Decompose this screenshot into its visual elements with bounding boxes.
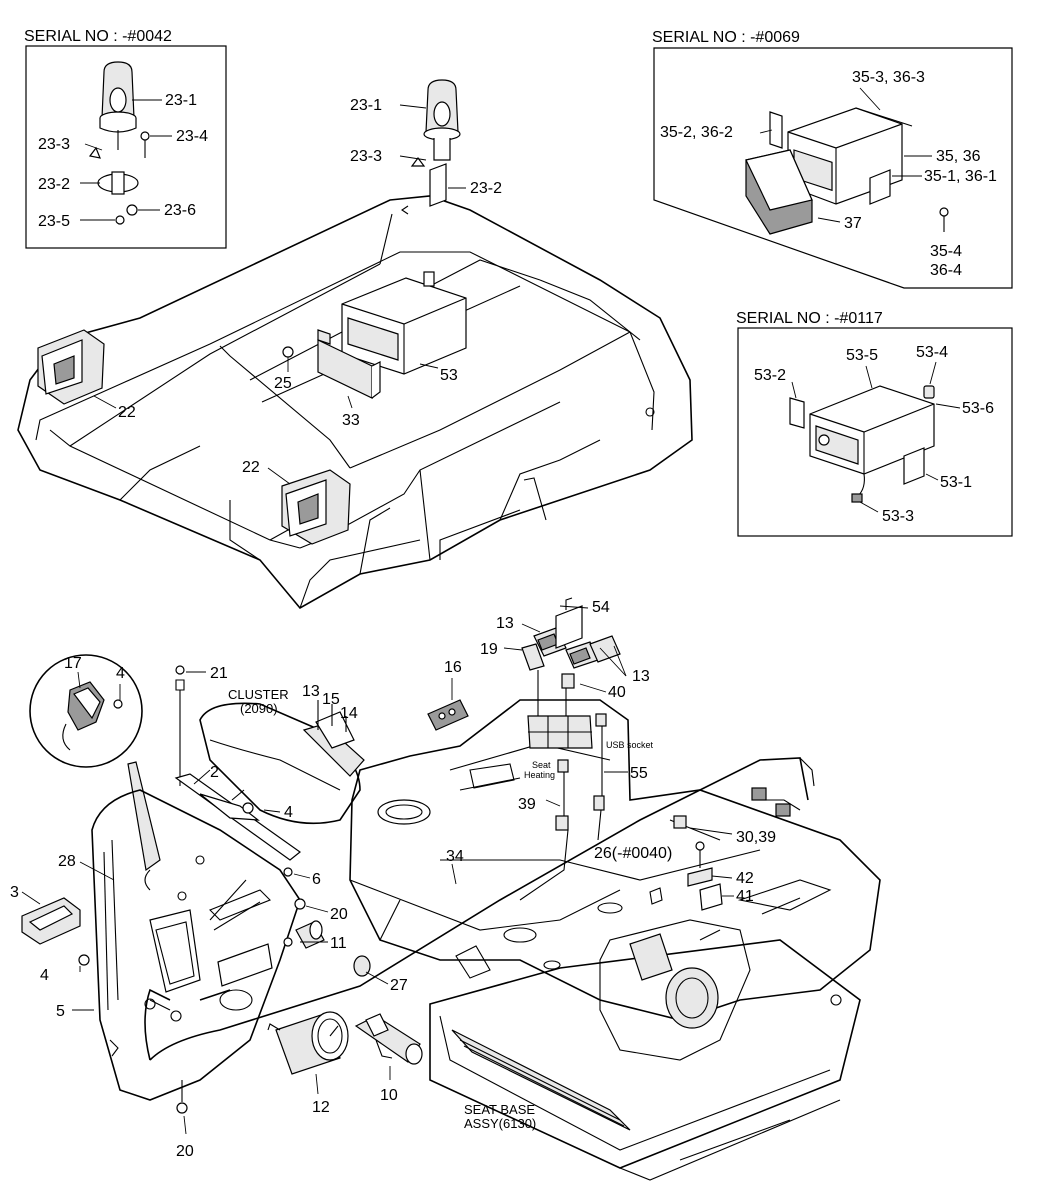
- switch-group-top: [521, 597, 621, 689]
- label-16: 16: [444, 659, 462, 676]
- label-19: 19: [480, 641, 498, 658]
- label-25: 25: [274, 375, 292, 392]
- label-30-39: 30,39: [736, 829, 776, 846]
- label-53: 53: [440, 367, 458, 384]
- label-41: 41: [736, 888, 754, 905]
- detail-box-serial-0117: SERIAL NO : -#0117 53-5 53-4 53-2 53-6 5…: [736, 310, 1013, 537]
- gauge-12: [267, 1011, 349, 1075]
- label-22-left: 22: [118, 404, 136, 421]
- label-37: 37: [844, 215, 862, 232]
- label-5: 5: [56, 1003, 65, 1020]
- label-14: 14: [340, 705, 358, 722]
- label-23-5: 23-5: [38, 213, 70, 230]
- radio-bracket-33: [317, 339, 381, 399]
- label-17: 17: [64, 655, 82, 672]
- radio-unit-0069: [745, 107, 949, 235]
- label-12: 12: [312, 1099, 330, 1116]
- label-53-6: 53-6: [962, 400, 994, 417]
- switch-group-cluster: [302, 700, 365, 777]
- work-light-left: [37, 329, 105, 405]
- label-13-cluster: 13: [302, 683, 320, 700]
- label-40: 40: [608, 684, 626, 701]
- radio-unit-0117: [789, 385, 935, 503]
- label-21: 21: [210, 665, 228, 682]
- seat-base-label-1: SEAT BASE: [464, 1102, 535, 1117]
- seat-heating-label-2: Heating: [524, 770, 555, 780]
- rotating-beacon-roof: [410, 79, 461, 207]
- label-23-3: 23-3: [38, 136, 70, 153]
- usb-socket-label: USB socket: [606, 740, 654, 750]
- cluster-part-number: (2090): [240, 701, 278, 716]
- label-35-36: 35, 36: [936, 148, 981, 165]
- label-53-1: 53-1: [940, 474, 972, 491]
- label-11: 11: [330, 935, 347, 952]
- label-42: 42: [736, 870, 754, 887]
- radio-unit-roof: [317, 271, 467, 375]
- label-53-4: 53-4: [916, 344, 948, 361]
- cigar-lighter-10: [354, 1013, 423, 1065]
- detail-circle-17: [29, 654, 161, 872]
- label-15: 15: [322, 691, 340, 708]
- bracket-3: [21, 897, 81, 945]
- rotating-beacon-small: [88, 61, 150, 225]
- work-light-right: [281, 469, 351, 545]
- label-20-top: 20: [330, 906, 348, 923]
- label-10: 10: [380, 1087, 398, 1104]
- bracket-2: [174, 773, 301, 861]
- label-23-6: 23-6: [164, 202, 196, 219]
- label-13-right: 13: [632, 668, 650, 685]
- label-35-4: 35-4: [930, 243, 962, 260]
- label-53-5: 53-5: [846, 347, 878, 364]
- switch-pad-16: [427, 699, 469, 731]
- console-body: [349, 699, 881, 1061]
- serial-header-0042: SERIAL NO : -#0042: [24, 28, 172, 45]
- label-35-1-36-1: 35-1, 36-1: [924, 168, 997, 185]
- label-3: 3: [10, 884, 19, 901]
- label-4-bracket: 4: [284, 804, 293, 821]
- label-34: 34: [446, 848, 464, 865]
- seat-base-grille: [451, 1029, 631, 1131]
- label-39: 39: [518, 796, 536, 813]
- label-6: 6: [312, 871, 321, 888]
- side-panel-5: [91, 789, 301, 1101]
- label-53-3: 53-3: [882, 508, 914, 525]
- label-13-top: 13: [496, 615, 514, 632]
- label-28: 28: [58, 853, 76, 870]
- label-35-2-36-2: 35-2, 36-2: [660, 124, 733, 141]
- label-35-3-36-3: 35-3, 36-3: [852, 69, 925, 86]
- label-4-detail: 4: [116, 665, 125, 682]
- seat-heating-label-1: Seat: [532, 760, 551, 770]
- part-11: [283, 920, 325, 949]
- label-23-2: 23-2: [38, 176, 70, 193]
- seat-base-label-2: ASSY(6130): [464, 1116, 536, 1131]
- wiring-harness-34: [144, 757, 815, 1061]
- label-26: 26(-#0040): [594, 845, 672, 862]
- label-55: 55: [630, 765, 648, 782]
- label-36-4: 36-4: [930, 262, 962, 279]
- plug-27: [353, 955, 371, 977]
- serial-header-0117: SERIAL NO : -#0117: [736, 310, 883, 327]
- label-23-4: 23-4: [176, 128, 208, 145]
- cluster-label: CLUSTER: [228, 687, 289, 702]
- label-54: 54: [592, 599, 610, 616]
- label-22-right: 22: [242, 459, 260, 476]
- label-20-bottom: 20: [176, 1143, 194, 1160]
- label-53-2: 53-2: [754, 367, 786, 384]
- label-23-1: 23-1: [165, 92, 197, 109]
- detail-box-serial-0069: SERIAL NO : -#0069 35-3, 36-3 35-2, 36-2…: [652, 29, 1013, 289]
- label-4-bottom: 4: [40, 967, 49, 984]
- label-33: 33: [342, 412, 360, 429]
- serial-header-0069: SERIAL NO : -#0069: [652, 29, 800, 46]
- label-23-1-roof: 23-1: [350, 97, 382, 114]
- label-27: 27: [390, 977, 408, 994]
- label-2: 2: [210, 764, 219, 781]
- cab-roof-assembly: [17, 195, 693, 610]
- label-23-2-roof: 23-2: [470, 180, 502, 197]
- detail-box-serial-0042: SERIAL NO : -#0042 23-1 23-3 23-4 23-2 2…: [24, 28, 227, 249]
- seat-base-assembly: [429, 939, 861, 1181]
- label-23-3-roof: 23-3: [350, 148, 382, 165]
